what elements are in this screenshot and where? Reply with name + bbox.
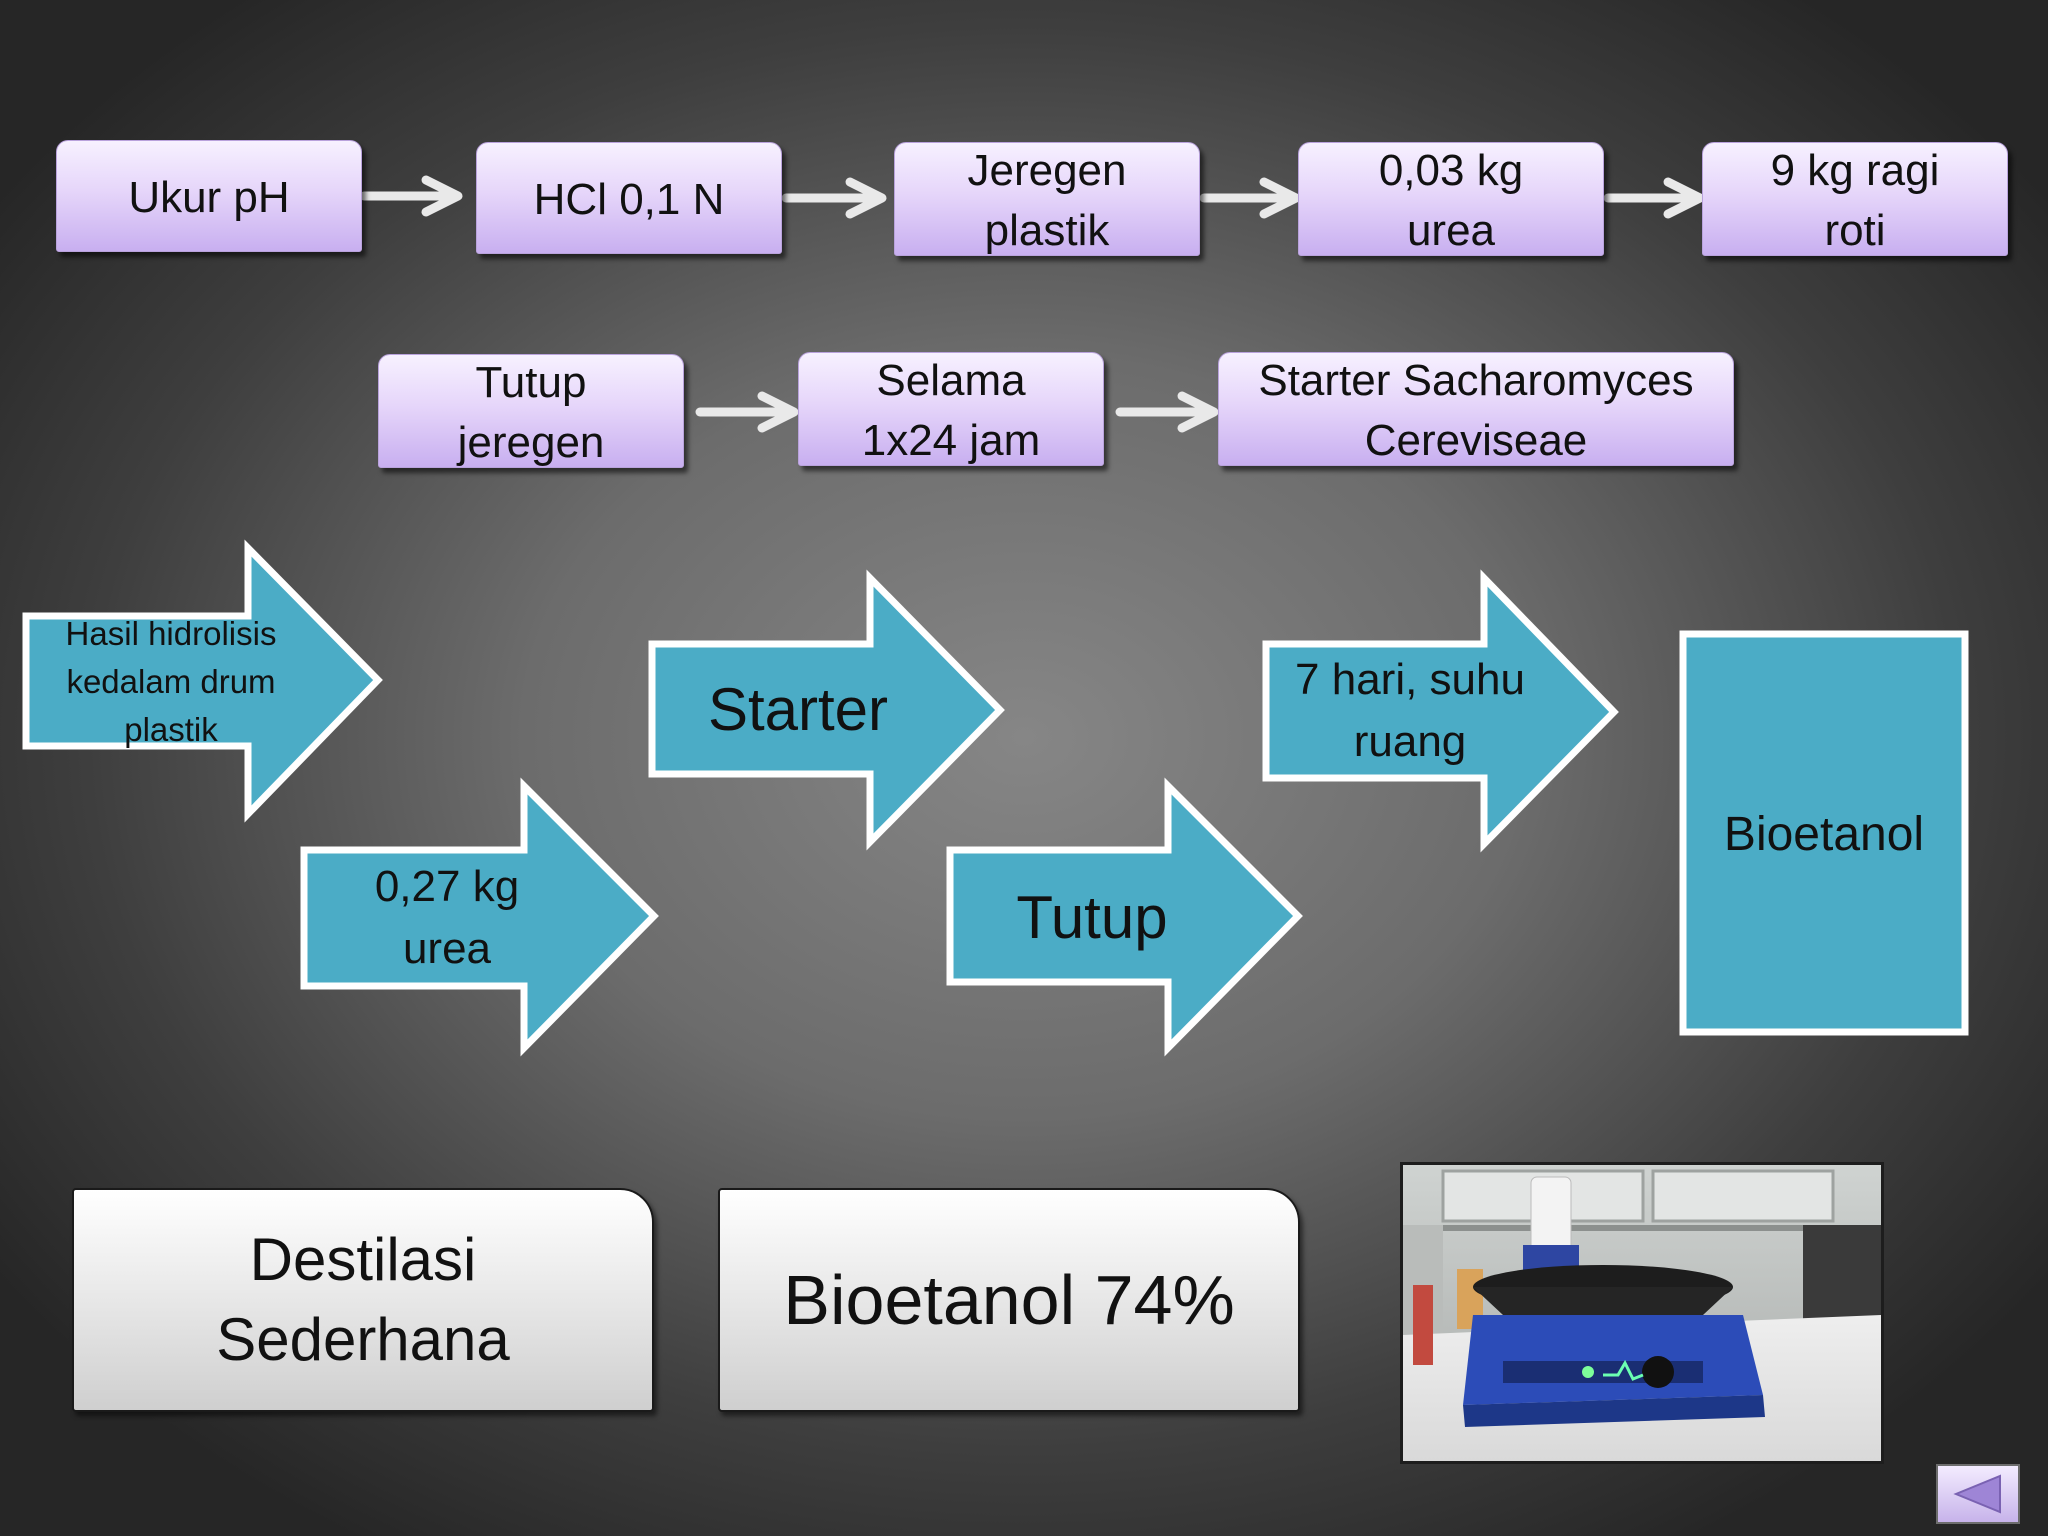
step-hcl: HCl 0,1 N xyxy=(476,142,782,254)
label-urea-027: 0,27 kg urea xyxy=(374,862,520,973)
step-tutup-jeregen: Tutup jeregen xyxy=(378,354,684,468)
block-arrow-tutup xyxy=(946,777,1303,1057)
step-urea-003: 0,03 kg urea xyxy=(1298,142,1604,256)
bioetanol-74-box: Bioetanol 74% xyxy=(718,1188,1300,1412)
label-starter: Starter xyxy=(707,675,889,743)
connector-arrow-5 xyxy=(695,391,799,433)
connector-arrow-3 xyxy=(1199,177,1301,219)
connector-arrow-2 xyxy=(781,177,887,219)
label-hasil-hidrolisis: Hasil hidrolisis kedalam drum plastik xyxy=(65,615,277,748)
step-selama-24-jam: Selama 1x24 jam xyxy=(798,352,1104,466)
step-jeregen-plastik: Jeregen plastik xyxy=(894,142,1200,256)
step-starter-sacharomyces: Starter Sacharomyces Cereviseae xyxy=(1218,352,1734,466)
triangle-left-icon xyxy=(1953,1474,2001,1514)
step-ukur-ph: Ukur pH xyxy=(56,140,362,252)
label-bioetanol: Bioetanol xyxy=(1723,807,1925,861)
label-tutup: Tutup xyxy=(1016,883,1168,951)
stove-photo-illustration xyxy=(1403,1165,1881,1461)
block-arrow-hasil-hidrolisis xyxy=(22,539,383,823)
stove-photo xyxy=(1400,1162,1884,1464)
bioetanol-box xyxy=(1679,630,1969,1036)
destilasi-box: Destilasi Sederhana xyxy=(72,1188,654,1412)
block-arrow-starter xyxy=(648,569,1005,851)
back-button[interactable] xyxy=(1936,1464,2020,1524)
block-arrow-urea-027 xyxy=(300,777,659,1057)
label-7-hari: 7 hari, suhu ruang xyxy=(1295,655,1525,766)
step-ragi-roti: 9 kg ragi roti xyxy=(1702,142,2008,256)
block-arrow-7-hari xyxy=(1262,569,1619,853)
connector-arrow-4 xyxy=(1603,177,1705,219)
connector-arrow-1 xyxy=(359,175,463,217)
connector-arrow-6 xyxy=(1115,391,1219,433)
